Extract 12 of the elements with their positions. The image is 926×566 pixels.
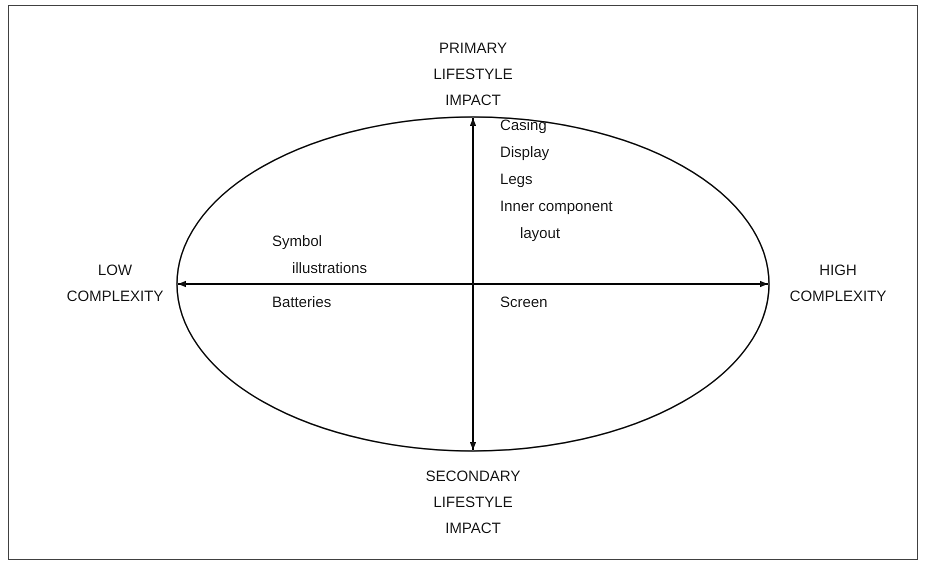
axis-label: HIGH COMPLEXITY [788,261,888,307]
axis-label: SECONDARY LIFESTYLE IMPACT [424,467,522,539]
quadrant-item: Batteries [272,293,332,313]
quadrant-item: Legs [500,170,534,190]
quadrant-item: Casing [500,116,548,136]
axis-label: LOW COMPLEXITY [66,261,164,307]
axis-label: PRIMARY LIFESTYLE IMPACT [432,39,514,111]
quadrant-item: Display [500,143,550,163]
quadrant-item: Screen [500,293,549,313]
quadrant-item: Inner component layout [500,197,614,244]
quadrant-item: Symbol illustrations [272,232,368,279]
ellipse [176,116,770,452]
